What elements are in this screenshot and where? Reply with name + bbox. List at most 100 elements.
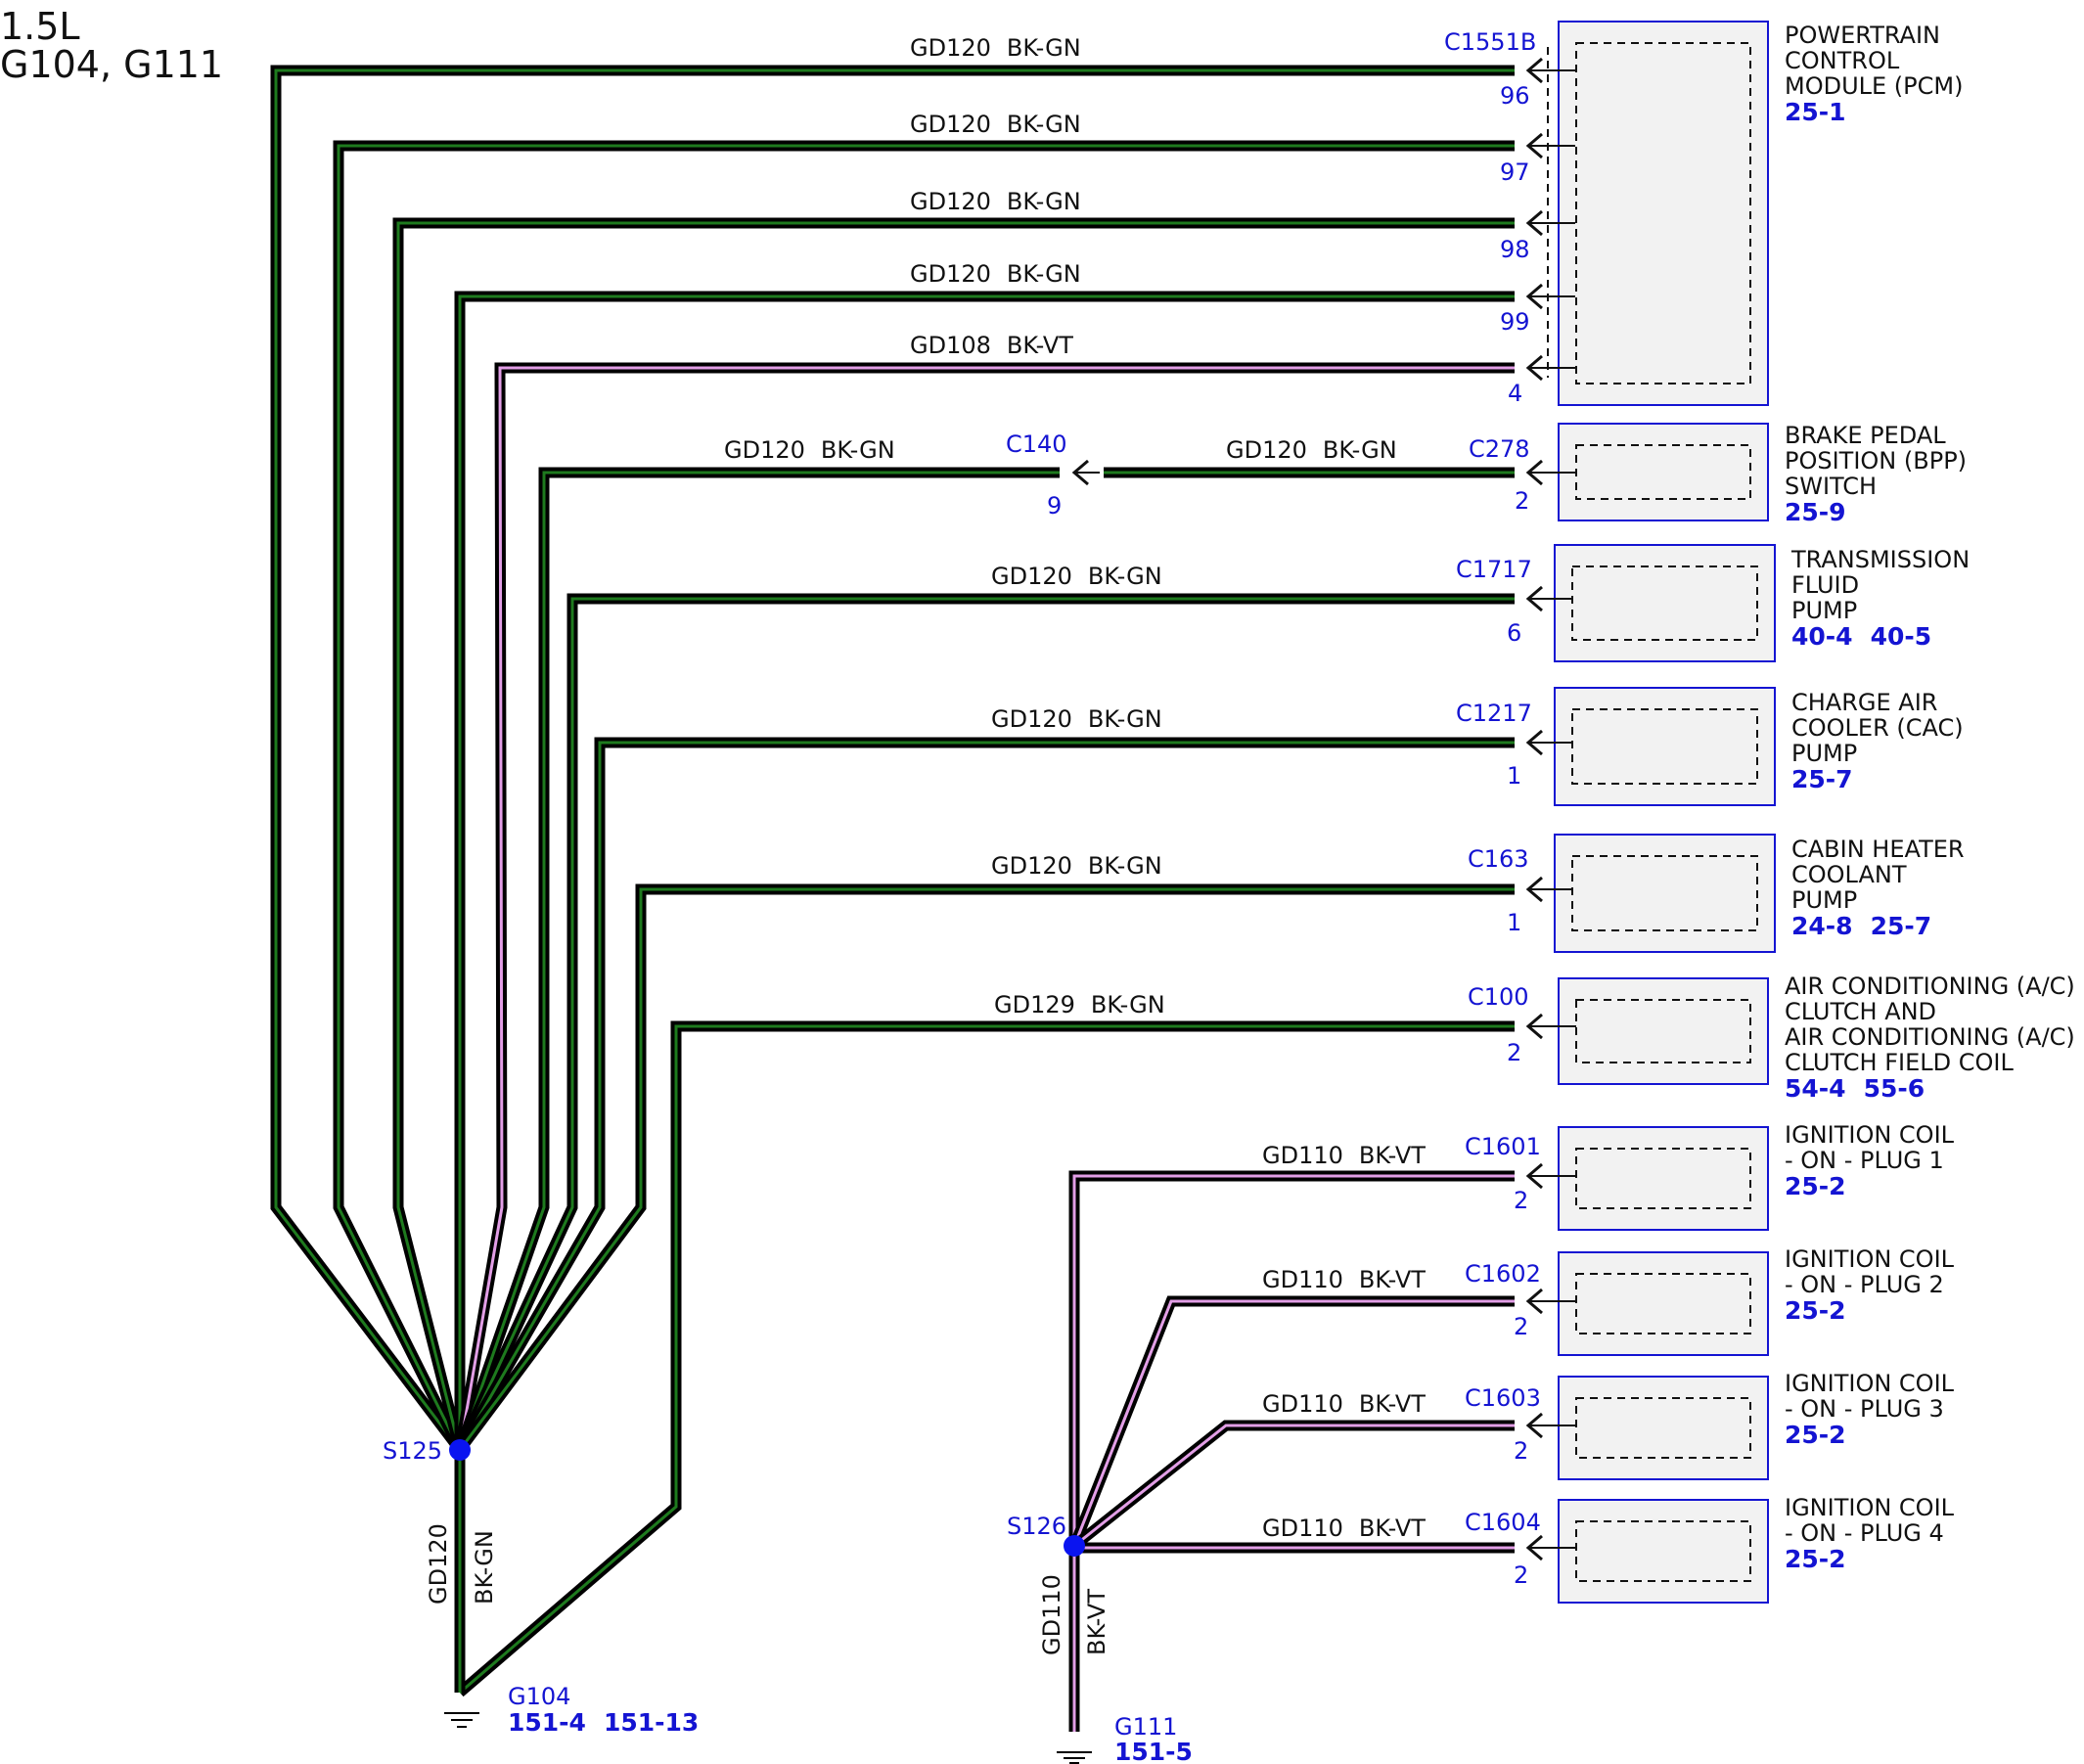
- ground-ref: 151-5: [1114, 1738, 1193, 1764]
- component-name: IGNITION COIL - ON - PLUG 4: [1785, 1494, 1962, 1547]
- splice-dot-s125: [449, 1439, 471, 1461]
- connector-layer: [1071, 47, 1576, 1561]
- component-labels: POWERTRAIN CONTROL MODULE (PCM) 25-1 BRA…: [1785, 22, 2082, 1573]
- connector-arrow-icon: [1525, 1162, 1576, 1190]
- connector-id: C1551B: [1444, 28, 1536, 56]
- pin-number: 4: [1508, 380, 1522, 407]
- wire-gd110-c1602: [1068, 1295, 1515, 1549]
- pin-number: 99: [1500, 308, 1530, 336]
- title-engine: 1.5L: [0, 5, 80, 48]
- pin-number: 6: [1507, 619, 1521, 647]
- connector-id: C140: [1006, 430, 1067, 458]
- connector-id: C278: [1469, 435, 1530, 463]
- wire-gd110-c1601: [1068, 1170, 1515, 1546]
- component-name: CABIN HEATER COOLANT PUMP: [1791, 836, 1971, 914]
- connector-id: C163: [1468, 845, 1529, 873]
- splice-id: S125: [383, 1437, 442, 1465]
- ground-id: G104: [508, 1683, 570, 1710]
- ground-id: G111: [1114, 1713, 1177, 1741]
- pin-number: 97: [1500, 158, 1530, 186]
- pin-number: 96: [1500, 82, 1530, 110]
- component-box: [1558, 977, 1769, 1085]
- component-ref: 25-2: [1785, 1296, 1846, 1325]
- wire-gd110-c1603: [1070, 1420, 1515, 1551]
- component-box: [1558, 1499, 1769, 1604]
- component-ref: 25-9: [1785, 498, 1846, 526]
- drop-color-label: BK-GN: [471, 1530, 498, 1605]
- component-box: [1554, 834, 1776, 953]
- inline-connector-arrow-icon: [1071, 459, 1100, 486]
- component-ref: 25-1: [1785, 98, 1846, 126]
- component-box: [1554, 687, 1776, 806]
- pin-number: 2: [1514, 1187, 1528, 1214]
- connector-arrow-icon: [1525, 1534, 1576, 1561]
- connector-ids: C1551B C278 C140 C1717 C1217 C163 C100 C…: [1006, 28, 1541, 1536]
- pin-numbers: 96 97 98 99 4 2 9 6 1 1 2 2 2 2 2: [1047, 82, 1530, 1589]
- pin-number: 2: [1507, 1039, 1521, 1066]
- wire-gd120-c1217: [455, 737, 1515, 1453]
- component-ref: 25-2: [1785, 1172, 1846, 1200]
- component-ref: 25-2: [1785, 1545, 1846, 1573]
- wire-gd120-97: [333, 140, 1515, 1453]
- wire-gd120-99: [454, 291, 1515, 1450]
- component-box: [1558, 1251, 1769, 1356]
- pin-number: 1: [1507, 909, 1521, 936]
- component-ref: 25-2: [1785, 1421, 1846, 1449]
- connector-arrow-icon: [1525, 283, 1575, 310]
- component-name: IGNITION COIL - ON - PLUG 2: [1785, 1245, 1962, 1298]
- connector-id: C1602: [1465, 1260, 1541, 1288]
- pin-number: 1: [1507, 762, 1521, 790]
- connector-arrow-icon: [1525, 585, 1572, 612]
- connector-arrow-icon: [1525, 57, 1575, 84]
- wire-gd120-96: [270, 65, 1515, 1454]
- component-name: BRAKE PEDAL POSITION (BPP) SWITCH: [1785, 422, 1974, 500]
- connector-id: C1603: [1465, 1384, 1541, 1412]
- connector-arrow-icon: [1525, 729, 1572, 756]
- connector-arrow-icon: [1525, 354, 1575, 382]
- wire-gd120-c163: [455, 883, 1515, 1454]
- component-name: TRANSMISSION FLUID PUMP: [1790, 546, 1977, 624]
- pin-number: 98: [1500, 236, 1530, 263]
- connector-arrow-icon: [1525, 1412, 1576, 1439]
- wire-gd129-c100: [456, 1020, 1515, 1697]
- connector-arrow-icon: [1525, 1288, 1576, 1315]
- component-ref: 25-7: [1791, 765, 1853, 793]
- component-box: [1558, 423, 1769, 521]
- wire-layer: [270, 65, 1515, 1732]
- component-name: POWERTRAIN CONTROL MODULE (PCM): [1785, 22, 1963, 100]
- component-name: AIR CONDITIONING (A/C) CLUTCH AND AIR CO…: [1785, 972, 2082, 1076]
- connector-arrow-icon: [1525, 209, 1575, 237]
- connector-arrow-icon: [1525, 1013, 1576, 1040]
- component-name: IGNITION COIL - ON - PLUG 1: [1785, 1121, 1962, 1174]
- splice-dot-s126: [1064, 1535, 1085, 1557]
- wire-gd108-4: [454, 362, 1515, 1451]
- connector-arrow-icon: [1525, 876, 1572, 903]
- ground-icon: [1057, 1751, 1092, 1764]
- connector-arrow-icon: [1525, 132, 1575, 159]
- wire-gd120-c1717: [455, 593, 1515, 1453]
- component-box: [1558, 1376, 1769, 1480]
- component-box: [1554, 544, 1776, 662]
- component-name: IGNITION COIL - ON - PLUG 3: [1785, 1370, 1962, 1423]
- wire-gd120-98: [392, 217, 1515, 1452]
- connector-id: C1604: [1465, 1509, 1541, 1536]
- connector-id: C100: [1468, 983, 1529, 1011]
